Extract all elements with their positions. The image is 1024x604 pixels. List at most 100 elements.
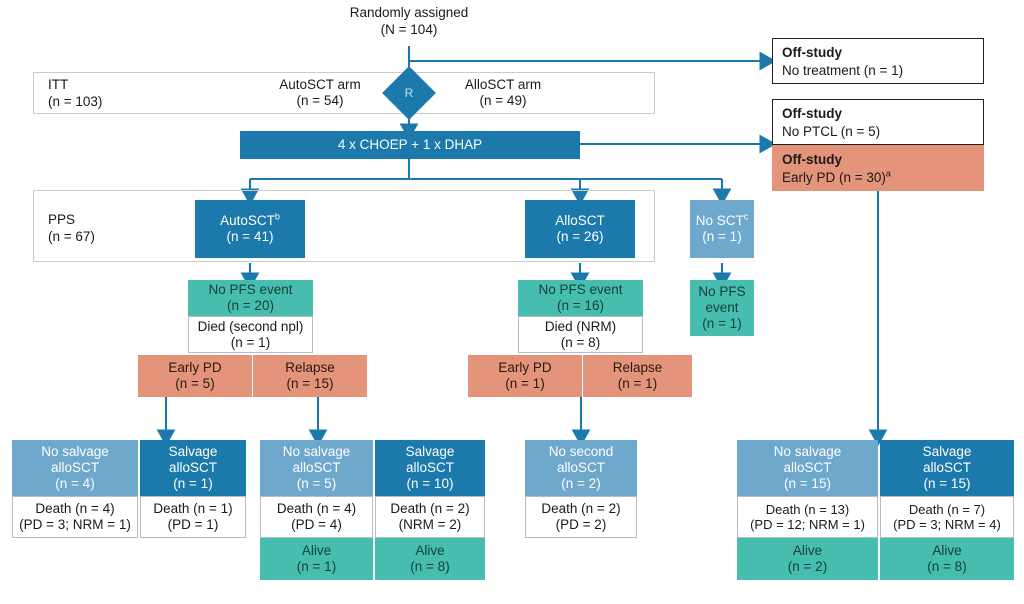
auto-relapse-salvage-death-line1: Death (n = 2) <box>390 501 470 517</box>
auto-relapse-salvage-alive-line2: (n = 8) <box>410 559 450 574</box>
allosct-arm-line1: AlloSCT arm <box>464 77 542 93</box>
allo-died-box: Died (NRM) (n = 8) <box>518 316 643 353</box>
pps-group-outline <box>33 190 655 262</box>
offstudy-no-salvage-line3: (n = 15) <box>784 475 831 491</box>
auto-no-pfs-event-box: No PFS event (n = 20) <box>188 280 313 316</box>
itt-label-line2: (n = 103) <box>48 93 103 109</box>
randomly-assigned-label: Randomly assigned (N = 104) <box>329 5 489 39</box>
auto-relapse-box: Relapse (n = 15) <box>253 355 367 397</box>
pps-allosct-line2: (n = 26) <box>556 229 604 244</box>
auto-relapse-line1: Relapse <box>285 360 335 376</box>
footnote-b-marker: b <box>274 211 280 222</box>
allosct-arm-label: AlloSCT arm (n = 49) <box>428 75 578 111</box>
allo-no-pfs-event-box: No PFS event (n = 16) <box>518 280 643 316</box>
randomization-diamond-label: R <box>404 86 414 100</box>
pps-label-line2: (n = 67) <box>48 228 95 244</box>
auto-relapse-no-salvage-line3: (n = 5) <box>296 475 337 491</box>
offstudy-no-salvage-death: Death (n = 13) (PD = 12; NRM = 1) <box>737 496 878 538</box>
autosct-arm-label: AutoSCT arm (n = 54) <box>245 75 395 111</box>
auto-no-pfs-event-line1: No PFS event <box>208 282 293 298</box>
offstudy-salvage-alive-line1: Alive <box>932 543 962 559</box>
auto-earlypd-no-salvage-death-line1: Death (n = 4) <box>35 501 115 517</box>
auto-relapse-salvage-alive-line1: Alive <box>415 543 445 559</box>
offstudy-no-treatment-box: Off-study No treatment (n = 1) <box>772 38 984 84</box>
auto-relapse-no-salvage-alive-line1: Alive <box>301 543 332 559</box>
auto-earlypd-no-salvage-death: Death (n = 4) (PD = 3; NRM = 1) <box>12 496 138 538</box>
allo-no-second-death-line2: (PD = 2) <box>555 517 607 532</box>
auto-no-pfs-event-line2: (n = 20) <box>227 298 274 313</box>
auto-earlypd-salvage-death: Death (n = 1) (PD = 1) <box>140 496 246 538</box>
offstudy-no-salvage-alive-line1: Alive <box>792 543 823 559</box>
nosct-no-pfs-event-line1: No PFS <box>698 284 746 300</box>
auto-relapse-salvage-death-line2: (NRM = 2) <box>398 517 462 532</box>
auto-earlypd-no-salvage-head: No salvage alloSCT (n = 4) <box>12 440 138 496</box>
offstudy-no-salvage-line2: alloSCT <box>783 460 832 476</box>
pps-autosct-line2: (n = 41) <box>226 229 274 244</box>
auto-relapse-no-salvage-death-line1: Death (n = 4) <box>276 501 357 517</box>
auto-earlypd-no-salvage-line1: No salvage <box>41 444 109 460</box>
induction-regimen-box: 4 x CHOEP + 1 x DHAP <box>240 131 580 159</box>
pps-allosct-line1: AlloSCT <box>555 213 605 229</box>
auto-relapse-line2: (n = 15) <box>286 376 334 391</box>
auto-relapse-salvage-line2: alloSCT <box>405 460 454 476</box>
auto-relapse-no-salvage-alive: Alive (n = 1) <box>260 538 373 580</box>
pps-no-sct-line1: No SCTc <box>695 211 749 229</box>
allo-relapse-line2: (n = 1) <box>617 376 658 391</box>
allo-died-line1: Died (NRM) <box>544 318 617 334</box>
offstudy-salvage-line3: (n = 15) <box>923 475 971 491</box>
auto-relapse-salvage-line1: Salvage <box>405 444 455 460</box>
offstudy-early-pd-detail: Early PD (n = 30)a <box>782 168 891 185</box>
offstudy-no-salvage-alive-line2: (n = 2) <box>787 559 828 574</box>
allo-died-line2: (n = 8) <box>560 334 601 350</box>
footnote-c-marker: c <box>743 211 749 222</box>
auto-died-line2: (n = 1) <box>230 334 271 350</box>
auto-early-pd-box: Early PD (n = 5) <box>138 355 252 397</box>
allo-early-pd-box: Early PD (n = 1) <box>468 355 582 397</box>
auto-relapse-salvage-death: Death (n = 2) (NRM = 2) <box>375 496 485 538</box>
offstudy-no-salvage-alive: Alive (n = 2) <box>737 538 878 580</box>
allo-early-pd-line1: Early PD <box>498 360 552 376</box>
induction-regimen-label: 4 x CHOEP + 1 x DHAP <box>337 137 483 153</box>
offstudy-no-salvage-line1: No salvage <box>773 444 842 460</box>
allo-relapse-box: Relapse (n = 1) <box>583 355 692 397</box>
offstudy-salvage-death: Death (n = 7) (PD = 3; NRM = 4) <box>880 496 1014 538</box>
auto-relapse-no-salvage-alive-line2: (n = 1) <box>296 559 337 574</box>
offstudy-no-salvage-death-line2: (PD = 12; NRM = 1) <box>750 517 865 532</box>
randomly-assigned-line1: Randomly assigned <box>349 5 469 20</box>
auto-earlypd-salvage-head: Salvage alloSCT (n = 1) <box>140 440 246 496</box>
pps-autosct-box: AutoSCTb (n = 41) <box>195 200 305 258</box>
pps-autosct-line1: AutoSCTb <box>220 211 280 229</box>
offstudy-early-pd-box: Off-study Early PD (n = 30)a <box>772 145 984 191</box>
auto-earlypd-salvage-line1: Salvage <box>168 444 218 460</box>
offstudy-no-treatment-title: Off-study <box>782 45 842 60</box>
autosct-arm-line1: AutoSCT arm <box>279 77 361 93</box>
offstudy-early-pd-title: Off-study <box>782 152 842 167</box>
offstudy-no-salvage-head: No salvage alloSCT (n = 15) <box>737 440 878 496</box>
auto-relapse-salvage-alive: Alive (n = 8) <box>375 538 485 580</box>
nosct-no-pfs-event-line3: (n = 1) <box>702 315 742 331</box>
auto-died-line1: Died (second npl) <box>197 318 304 334</box>
auto-relapse-no-salvage-death: Death (n = 4) (PD = 4) <box>260 496 373 538</box>
auto-earlypd-no-salvage-line3: (n = 4) <box>55 475 95 491</box>
randomly-assigned-line2: (N = 104) <box>380 21 438 37</box>
offstudy-salvage-head: Salvage alloSCT (n = 15) <box>880 440 1014 496</box>
allo-no-second-line1: No second <box>548 444 614 460</box>
offstudy-no-ptcl-box: Off-study No PTCL (n = 5) <box>772 99 984 145</box>
pps-no-sct-line2: (n = 1) <box>702 229 742 244</box>
auto-relapse-salvage-line3: (n = 10) <box>406 475 454 491</box>
allo-early-pd-line2: (n = 1) <box>505 376 545 391</box>
itt-label: ITT (n = 103) <box>48 77 168 111</box>
offstudy-salvage-line1: Salvage <box>922 444 972 460</box>
pps-no-sct-box: No SCTc (n = 1) <box>690 200 754 258</box>
auto-earlypd-no-salvage-death-line2: (PD = 3; NRM = 1) <box>19 517 131 532</box>
auto-relapse-no-salvage-line2: alloSCT <box>292 460 341 476</box>
auto-earlypd-salvage-line2: alloSCT <box>168 460 217 476</box>
autosct-arm-line2: (n = 54) <box>296 93 344 108</box>
offstudy-salvage-death-line2: (PD = 3; NRM = 4) <box>893 517 1001 532</box>
offstudy-salvage-death-line1: Death (n = 7) <box>908 501 986 517</box>
pps-allosct-box: AlloSCT (n = 26) <box>525 200 635 258</box>
auto-relapse-salvage-head: Salvage alloSCT (n = 10) <box>375 440 485 496</box>
allosct-arm-line2: (n = 49) <box>479 93 527 108</box>
auto-relapse-no-salvage-death-line2: (PD = 4) <box>291 517 342 532</box>
